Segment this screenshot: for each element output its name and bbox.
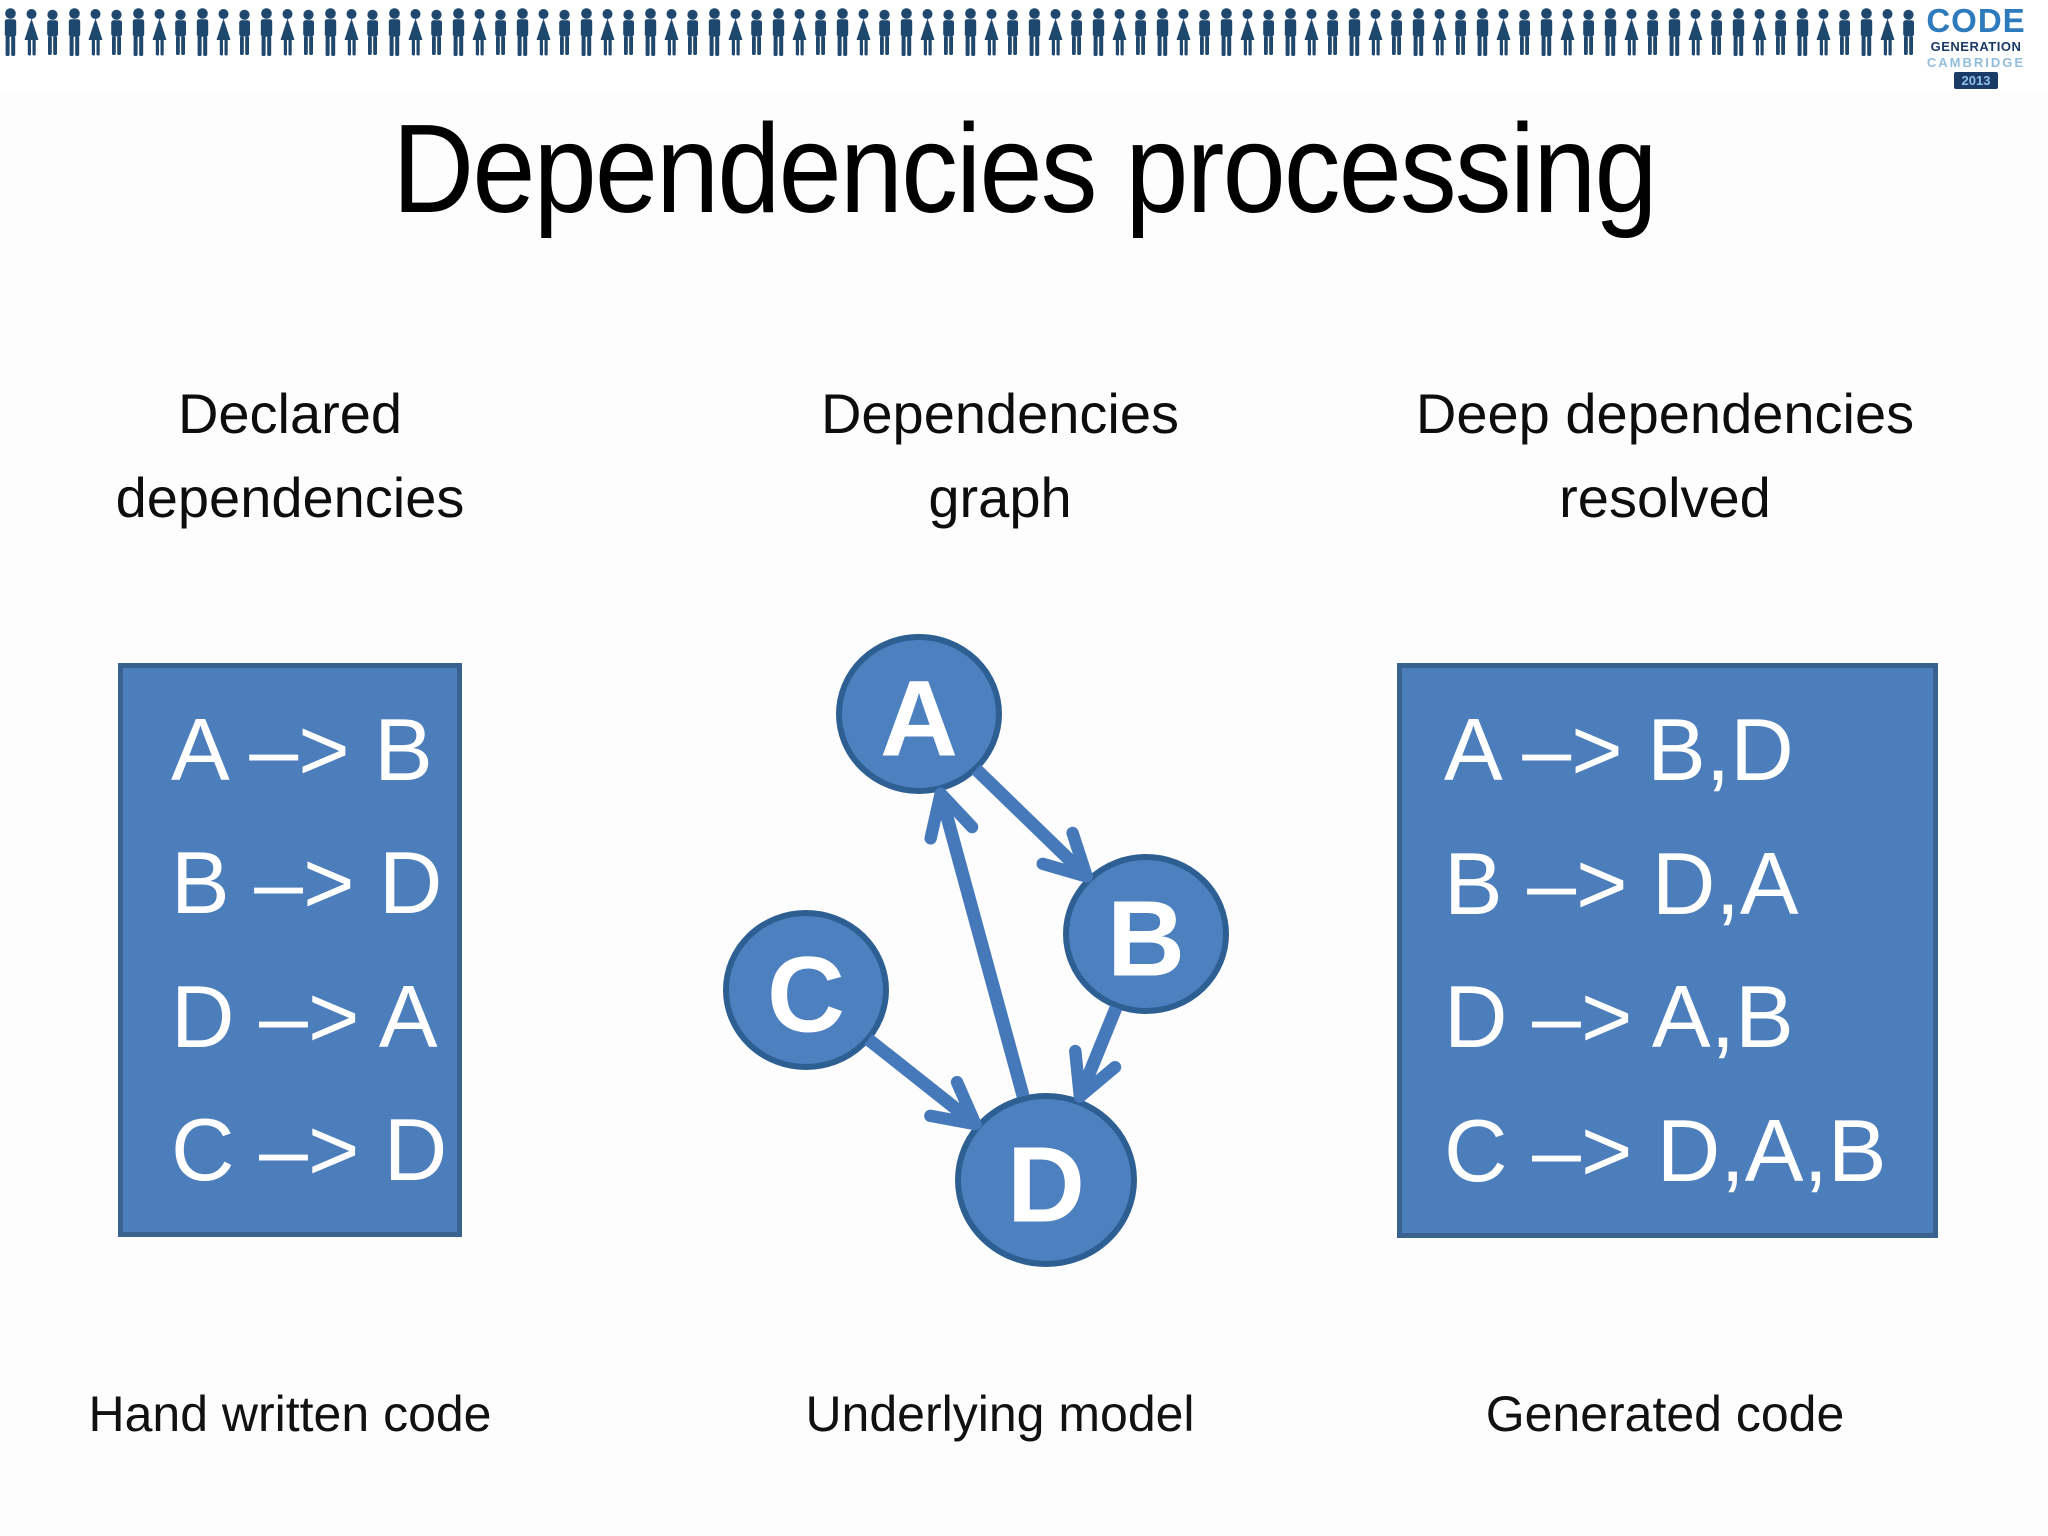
declared-dependencies-box: A –> B B –> D D –> A C –> D	[118, 663, 462, 1237]
caption-hand-written-code: Hand written code	[88, 1386, 492, 1442]
heading-line: Deep dependencies	[1415, 382, 1915, 445]
graph-node-label-D: D	[1007, 1124, 1085, 1245]
logo-year-badge: 2013	[1953, 72, 1999, 89]
logo-generation-text: GENERATION	[1930, 39, 2022, 54]
caption-generated-code: Generated code	[1485, 1386, 1845, 1442]
code-generation-logo: CODE GENERATION CAMBRIDGE 2013	[1910, 4, 2042, 89]
graph-node-A	[836, 634, 1002, 794]
dependency-line: B –> D,A	[1444, 833, 1799, 933]
graph-edge-B-D	[1069, 1005, 1123, 1103]
dependency-line: B –> D	[171, 833, 443, 933]
logo-code-text: CODE	[1926, 2, 2026, 39]
graph-node-label-B: B	[1107, 878, 1185, 999]
column-heading-declared-dependencies: Declared dependencies	[40, 372, 540, 540]
heading-line: Dependencies	[820, 382, 1180, 445]
dependency-line: A –> B,D	[1444, 700, 1794, 800]
dependencies-graph: A B C D	[723, 634, 1229, 1267]
heading-line: resolved	[1559, 466, 1771, 529]
graph-node-D	[955, 1093, 1137, 1267]
heading-line: graph	[928, 466, 1072, 529]
graph-edge-D-A	[924, 787, 1030, 1098]
graph-edge-C-D	[864, 1034, 982, 1131]
logo-cambridge-text: CAMBRIDGE	[1926, 55, 2026, 70]
graph-node-C	[723, 910, 889, 1070]
caption-underlying-model: Underlying model	[805, 1386, 1195, 1442]
dependency-line: D –> A,B	[1444, 967, 1794, 1067]
graph-node-label-A: A	[880, 658, 958, 779]
column-heading-deep-dependencies-resolved: Deep dependencies resolved	[1400, 372, 1930, 540]
graph-node-B	[1063, 854, 1229, 1014]
dependency-line: A –> B	[171, 700, 433, 800]
dependency-line: C –> D	[171, 1099, 448, 1199]
slide-title: Dependencies processing	[392, 98, 1657, 239]
dependency-line: C –> D,A,B	[1444, 1100, 1887, 1200]
resolved-dependencies-box: A –> B,D B –> D,A D –> A,B C –> D,A,B	[1397, 663, 1938, 1238]
dependency-line: D –> A	[171, 966, 438, 1066]
graph-node-label-C: C	[767, 934, 845, 1055]
graph-edge-A-B	[971, 764, 1093, 883]
heading-line: Declared	[177, 382, 403, 445]
heading-line: dependencies	[115, 466, 465, 529]
people-strip-graphic	[0, 6, 1922, 58]
column-heading-dependencies-graph: Dependencies graph	[750, 372, 1250, 540]
conference-banner: CODE GENERATION CAMBRIDGE 2013	[0, 0, 2048, 90]
